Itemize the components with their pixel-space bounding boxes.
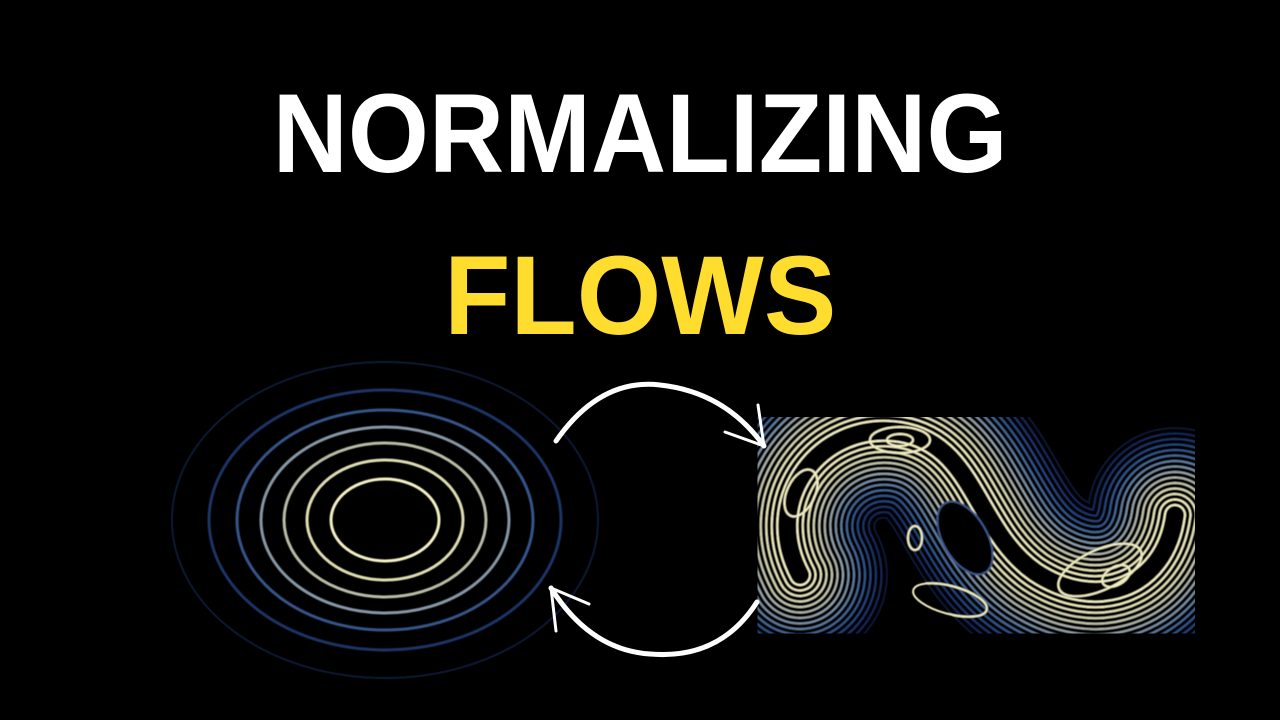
- contour-island: [1057, 542, 1143, 598]
- contour-ring: [259, 425, 511, 615]
- contour-ring: [305, 458, 465, 582]
- contour-island: [912, 582, 988, 618]
- target-density-contour-plot: [699, 342, 1263, 680]
- title-line-flows: FLOWS: [0, 240, 1280, 352]
- contour-ring: [329, 477, 441, 563]
- contour-island: [869, 426, 931, 454]
- forward-transform-arrow-icon: [553, 381, 767, 449]
- contour-ring: [282, 441, 488, 599]
- gaussian-contour-plot: [171, 361, 599, 679]
- contour-island: [886, 433, 914, 447]
- contour-ring: [207, 388, 563, 652]
- contour-ring: [171, 361, 599, 679]
- contour-island: [783, 468, 819, 518]
- title-text-flows: FLOWS: [443, 233, 837, 358]
- inverse-transform-arrow-icon: [548, 585, 760, 658]
- contour-island: [1101, 564, 1131, 588]
- contour-island: [907, 525, 923, 551]
- title-line-normalizing: NORMALIZING: [0, 78, 1280, 190]
- contour-ring: [235, 408, 535, 632]
- title-text-normalizing: NORMALIZING: [272, 71, 1008, 196]
